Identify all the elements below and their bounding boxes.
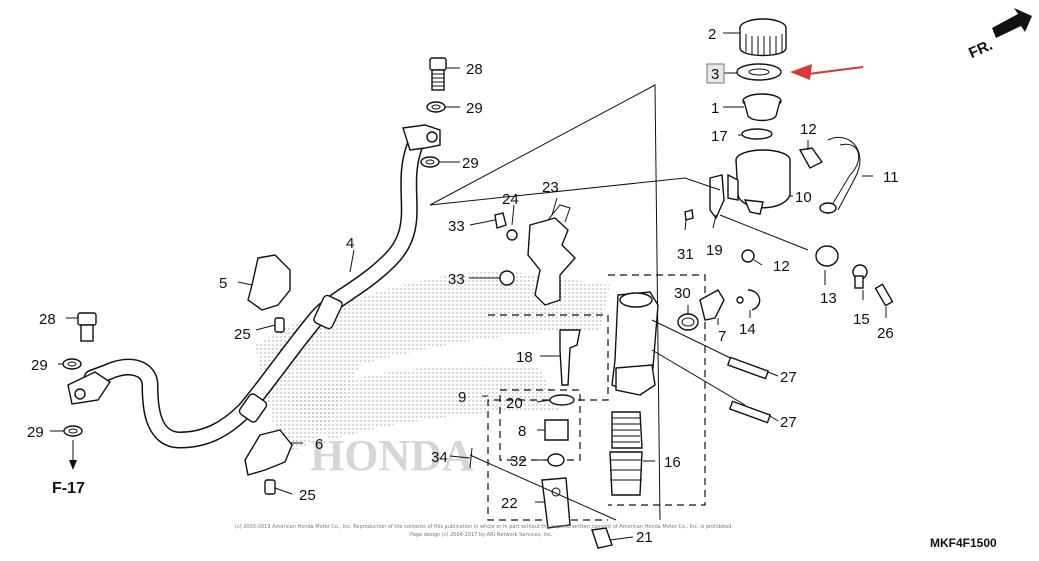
callout-28-upper: 28 <box>466 61 483 78</box>
callout-13: 13 <box>820 290 837 307</box>
callout-11: 11 <box>883 169 899 186</box>
callout-12-lower: 12 <box>773 258 790 275</box>
callout-29-bottom: 29 <box>27 424 44 441</box>
callout-32: 32 <box>510 453 527 470</box>
callout-28-lower: 28 <box>39 311 56 328</box>
callout-7: 7 <box>718 328 726 345</box>
callout-labels: 2 3 1 17 12 11 10 12 13 15 26 14 7 30 31… <box>27 26 995 546</box>
front-direction-arrow <box>992 8 1032 38</box>
callout-16: 16 <box>664 454 681 471</box>
hose-joint-parts <box>677 289 761 331</box>
honda-wing-watermark: HONDA <box>255 270 610 480</box>
callout-29-lower: 29 <box>31 357 48 374</box>
brake-hose <box>67 124 441 449</box>
callout-27-lower: 27 <box>780 414 797 431</box>
callout-24: 24 <box>502 191 519 208</box>
hose-clamp-lower <box>244 429 293 495</box>
callout-19: 19 <box>706 242 723 259</box>
callout-33-upper: 33 <box>448 218 465 235</box>
highlight-arrow <box>790 64 864 80</box>
boot <box>544 419 569 441</box>
callout-8: 8 <box>518 423 526 440</box>
bracket <box>494 204 576 306</box>
callout-20: 20 <box>506 395 523 412</box>
callout-31: 31 <box>677 246 694 263</box>
copyright-line-2: Page design (c) 2004-2017 by ARI Network… <box>410 532 553 538</box>
callout-21: 21 <box>636 529 653 546</box>
banjo-bolt-upper <box>420 57 447 168</box>
hose-banjo-upper <box>402 124 441 151</box>
callout-2: 2 <box>708 26 716 43</box>
nut <box>547 453 565 467</box>
leader-lines <box>50 32 887 541</box>
watermark-text: HONDA <box>310 431 474 480</box>
callout-25-upper: 25 <box>234 326 251 343</box>
callout-1: 1 <box>711 100 719 117</box>
reference-label: F-17 <box>52 480 85 497</box>
push-rod <box>559 329 581 386</box>
callout-29-middle: 29 <box>462 155 479 172</box>
callout-18: 18 <box>516 349 533 366</box>
diagram-code: MKF4F1500 <box>930 536 997 550</box>
joint <box>541 477 571 529</box>
callout-3: 3 <box>711 66 719 83</box>
callout-22: 22 <box>501 495 518 512</box>
reservoir-stack <box>429 18 894 307</box>
hose-grommet-lower <box>238 393 268 423</box>
hose-clip-upper <box>798 147 824 169</box>
circlip <box>549 394 575 406</box>
callout-3-highlight-box[interactable] <box>706 63 725 84</box>
reference-arrow <box>69 440 77 470</box>
hose-clamp-upper <box>247 254 291 333</box>
front-direction-label: FR. <box>966 37 995 62</box>
callout-29-upper: 29 <box>466 100 483 117</box>
reservoir-bracket <box>709 174 725 220</box>
callout-10: 10 <box>795 189 812 206</box>
callout-34: 34 <box>431 449 448 466</box>
callout-15: 15 <box>853 311 870 328</box>
callout-6: 6 <box>315 436 323 453</box>
callout-17: 17 <box>711 128 728 145</box>
callout-26: 26 <box>877 325 894 342</box>
callout-30: 30 <box>674 285 691 302</box>
piston-set <box>609 451 643 496</box>
callout-5: 5 <box>219 275 227 292</box>
pin <box>591 527 613 549</box>
callout-12-upper: 12 <box>800 121 817 138</box>
callout-14: 14 <box>739 321 756 338</box>
mount-bolts <box>651 319 772 424</box>
copyright-line-1: (c) 2003-2019 American Honda Motor Co., … <box>235 524 733 530</box>
hose-grommet-upper <box>313 294 343 330</box>
master-cylinder-assembly <box>429 84 706 549</box>
callout-25-lower: 25 <box>299 487 316 504</box>
callout-27-upper: 27 <box>780 369 797 386</box>
banjo-bolt-lower <box>62 312 97 437</box>
callout-23: 23 <box>542 179 559 196</box>
callout-33-lower: 33 <box>448 271 465 288</box>
callout-4: 4 <box>346 235 354 252</box>
callout-9: 9 <box>458 389 466 406</box>
